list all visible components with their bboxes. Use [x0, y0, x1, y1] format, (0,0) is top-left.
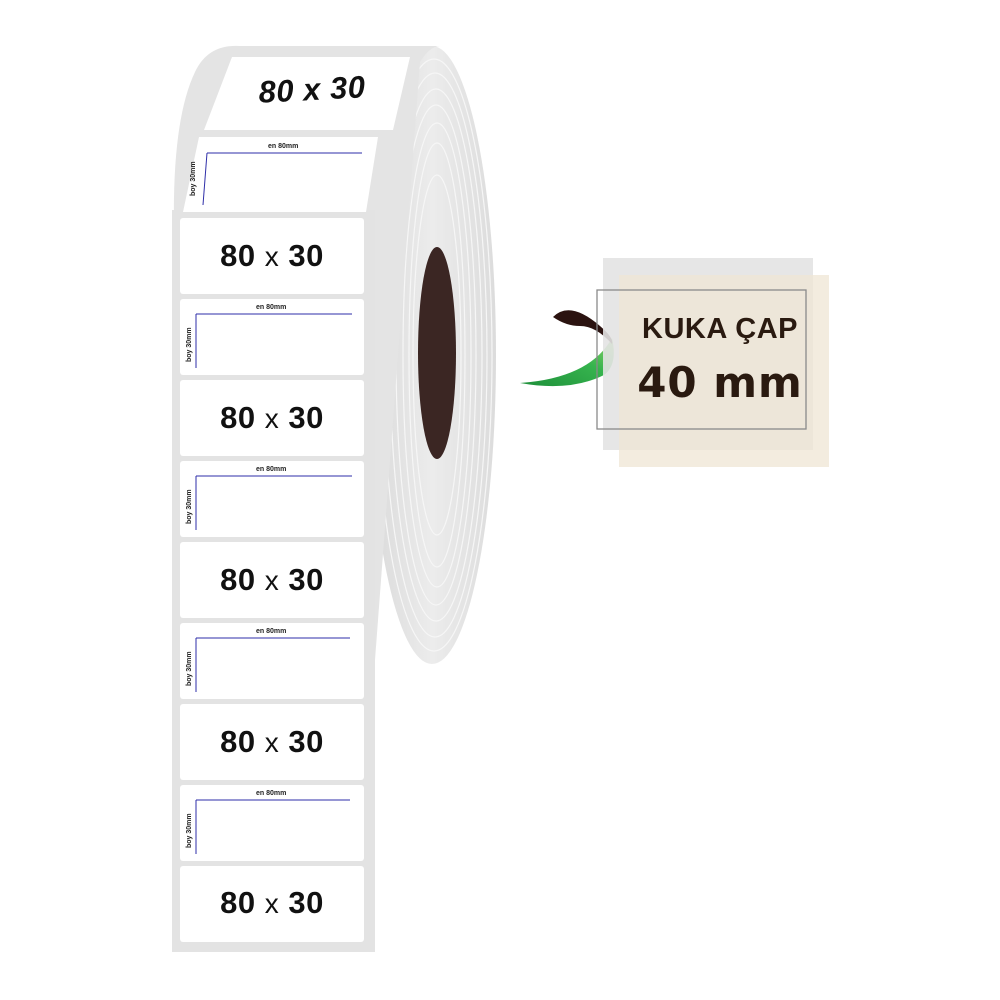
core-diameter-badge: [596, 258, 829, 467]
width-dimension-text: en 80mm: [256, 628, 287, 635]
label-2: [180, 299, 364, 375]
label-width-value: 80: [220, 724, 256, 759]
height-dimension-text: boy 30mm: [186, 813, 193, 848]
badge-outline: [596, 289, 807, 430]
arrow-icon: [520, 310, 614, 387]
height-dimension-text: boy 30mm: [186, 327, 193, 362]
label-8: [180, 785, 364, 861]
label-size-text: 80 x 30: [180, 724, 364, 760]
label-size-text: 80 x 30: [180, 562, 364, 598]
label-4: [180, 461, 364, 537]
label-7: [180, 704, 364, 780]
badge-value: 40 mm: [637, 358, 803, 407]
height-dimension-text: boy 30mm: [186, 489, 193, 524]
label-size-text: 80 x 30: [180, 400, 364, 436]
label-height-value: 30: [288, 724, 324, 759]
label-size-text: 80 x 30: [180, 238, 364, 274]
label-height-value: 30: [288, 562, 324, 597]
width-dimension-text: en 80mm: [256, 466, 287, 473]
label-height-value: 30: [288, 238, 324, 273]
roll-core: [418, 247, 456, 459]
label-x: x: [264, 727, 280, 758]
width-dimension-text: en 80mm: [268, 143, 299, 150]
height-dimension-text: boy 30mm: [186, 651, 193, 686]
label-1: [180, 218, 364, 294]
badge-title: KUKA ÇAP: [642, 313, 798, 345]
label-x: x: [264, 403, 280, 434]
label-x: x: [264, 888, 280, 919]
label-x: x: [264, 565, 280, 596]
label-top-2: [183, 137, 378, 212]
label-9: [180, 866, 364, 942]
dimension-lines-top: [202, 152, 362, 206]
label-top-1: [204, 57, 410, 130]
height-dimension-text: boy 30mm: [190, 161, 197, 196]
roll-body: [172, 45, 496, 952]
label-width-value: 80: [220, 238, 256, 273]
label-height-value: 30: [288, 885, 324, 920]
dimension-lines: [195, 313, 352, 854]
label-5: [180, 542, 364, 618]
label-3: [180, 380, 364, 456]
label-x: x: [264, 241, 280, 272]
label-6: [180, 623, 364, 699]
label-width-value: 80: [220, 562, 256, 597]
label-width-value: 80: [220, 885, 256, 920]
label-size-text: 80 x 30: [180, 885, 364, 921]
width-dimension-text: en 80mm: [256, 790, 287, 797]
width-dimension-text: en 80mm: [256, 304, 287, 311]
label-width-value: 80: [220, 400, 256, 435]
label-height-value: 30: [288, 400, 324, 435]
label-faces: [180, 218, 364, 942]
badge-beige-panel: [619, 275, 829, 467]
